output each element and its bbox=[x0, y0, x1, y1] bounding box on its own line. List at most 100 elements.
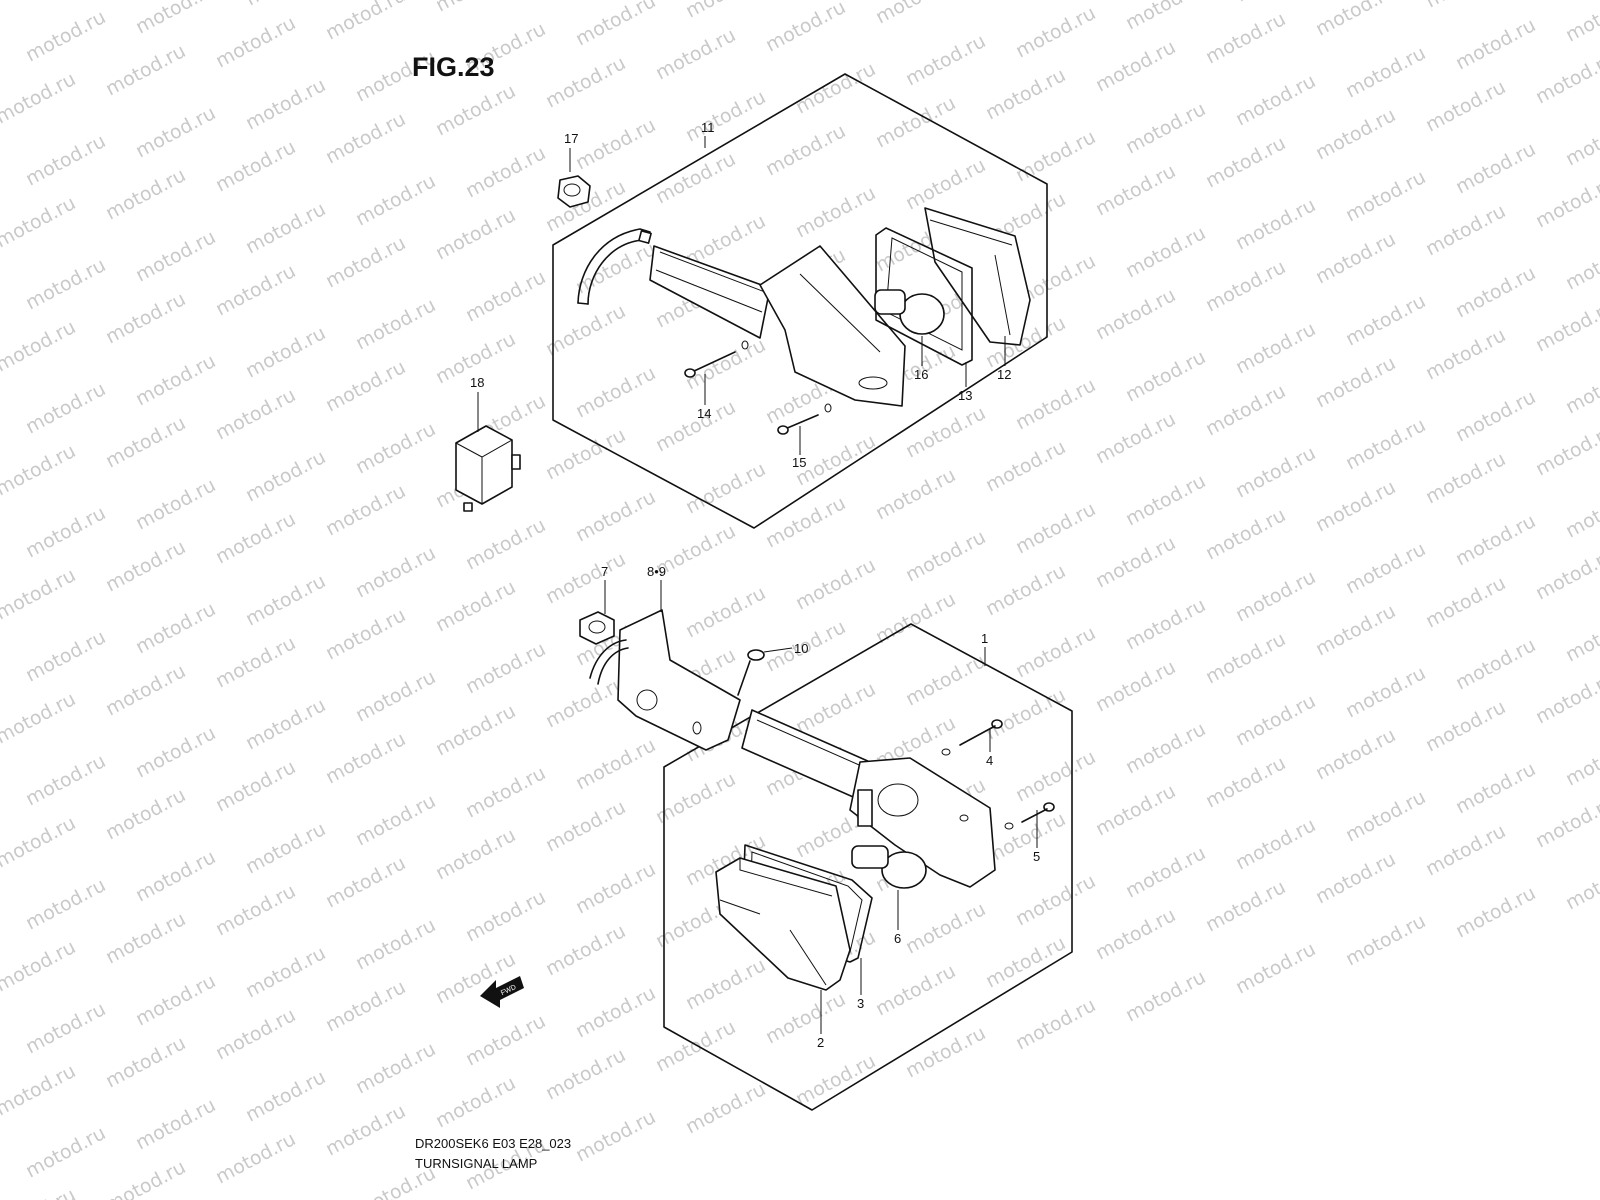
watermark-text: motod.ru bbox=[212, 1128, 299, 1188]
callout-12: 12 bbox=[997, 367, 1011, 382]
callout-3: 3 bbox=[857, 996, 864, 1011]
watermark-text: motod.ru bbox=[132, 474, 219, 534]
watermark-text: motod.ru bbox=[792, 554, 879, 614]
watermark-text: motod.ru bbox=[132, 970, 219, 1030]
watermark-text: motod.ru bbox=[1312, 476, 1399, 536]
watermark-text: motod.ru bbox=[242, 1066, 329, 1126]
watermark-text: motod.ru bbox=[242, 942, 329, 1002]
watermark-text: motod.ru bbox=[1092, 284, 1179, 344]
watermark-text: motod.ru bbox=[352, 418, 439, 478]
watermark-text: motod.ru bbox=[682, 582, 769, 642]
watermark-text: motod.ru bbox=[322, 356, 409, 416]
watermark-text: motod.ru bbox=[132, 350, 219, 410]
watermark-text: motod.ru bbox=[1012, 746, 1099, 806]
watermark-text: motod.ru bbox=[1452, 14, 1539, 74]
watermark-text: motod.ru bbox=[322, 1100, 409, 1160]
callout-14: 14 bbox=[697, 406, 711, 421]
watermark-text: motod.ru bbox=[902, 154, 989, 214]
watermark-text: motod.ru bbox=[1232, 442, 1319, 502]
watermark-text: motod.ru bbox=[462, 638, 549, 698]
watermark-text: motod.ru bbox=[1092, 36, 1179, 96]
watermark-text: motod.ru bbox=[1232, 938, 1319, 998]
watermark-text: motod.ru bbox=[1122, 222, 1209, 282]
watermark-text: motod.ru bbox=[1342, 42, 1429, 102]
watermark-text: motod.ru bbox=[1562, 234, 1600, 294]
watermark-text: motod.ru bbox=[212, 136, 299, 196]
watermark-text: motod.ru bbox=[352, 1038, 439, 1098]
watermark-text: motod.ru bbox=[242, 446, 329, 506]
watermark-text: motod.ru bbox=[462, 886, 549, 946]
watermark-text: motod.ru bbox=[1092, 408, 1179, 468]
watermark-text: motod.ru bbox=[352, 294, 439, 354]
watermark-text: motod.ru bbox=[0, 564, 79, 624]
watermark-text: motod.ru bbox=[1422, 0, 1509, 12]
watermark-text: motod.ru bbox=[132, 0, 219, 38]
watermark-text: motod.ru bbox=[132, 846, 219, 906]
figure-title: FIG.23 bbox=[412, 52, 495, 82]
callout-10: 10 bbox=[794, 641, 808, 656]
watermark-text: motod.ru bbox=[462, 1010, 549, 1070]
watermark-text: motod.ru bbox=[212, 1004, 299, 1064]
watermark-text: motod.ru bbox=[542, 300, 629, 360]
watermark-text: motod.ru bbox=[982, 684, 1069, 744]
watermark-text: motod.ru bbox=[1122, 594, 1209, 654]
assembly-11-box bbox=[552, 73, 1048, 529]
watermark-text: motod.ru bbox=[1232, 566, 1319, 626]
watermark-text: motod.ru bbox=[242, 74, 329, 134]
turn-signal-housing-lower bbox=[741, 709, 996, 888]
assembly-1-box bbox=[663, 623, 1073, 1111]
watermark-text: motod.ru bbox=[1422, 448, 1509, 508]
watermark-text: motod.ru bbox=[0, 1060, 79, 1120]
watermark-text: motod.ru bbox=[0, 688, 79, 748]
watermark-text: motod.ru bbox=[1012, 870, 1099, 930]
watermark-text: motod.ru bbox=[792, 58, 879, 118]
watermark-text: motod.ru bbox=[102, 1156, 189, 1200]
watermark-text: motod.ru bbox=[1012, 126, 1099, 186]
watermark-text: motod.ru bbox=[1012, 498, 1099, 558]
watermark-text: motod.ru bbox=[322, 480, 409, 540]
watermark-text: motod.ru bbox=[102, 40, 189, 100]
watermark-text: motod.ru bbox=[462, 266, 549, 326]
watermark-text: motod.ru bbox=[1232, 194, 1319, 254]
watermark-text: motod.ru bbox=[432, 0, 519, 16]
watermark-text: motod.ru bbox=[762, 120, 849, 180]
watermark-text: motod.ru bbox=[982, 64, 1069, 124]
watermark-text: motod.ru bbox=[102, 536, 189, 596]
watermark-text: motod.ru bbox=[1232, 0, 1319, 6]
watermark-text: motod.ru bbox=[102, 1032, 189, 1092]
watermark-text: motod.ru bbox=[212, 384, 299, 444]
watermark-text: motod.ru bbox=[212, 508, 299, 568]
watermark-text: motod.ru bbox=[682, 334, 769, 394]
callout-18: 18 bbox=[470, 375, 484, 390]
watermark-text: motod.ru bbox=[1422, 324, 1509, 384]
callout-2: 2 bbox=[817, 1035, 824, 1050]
watermark-text: motod.ru bbox=[1092, 780, 1179, 840]
watermark-text: motod.ru bbox=[1202, 256, 1289, 316]
watermark-text: motod.ru bbox=[322, 0, 409, 44]
watermark-text: motod.ru bbox=[762, 988, 849, 1048]
watermark-text: motod.ru bbox=[102, 784, 189, 844]
watermark-text: motod.ru bbox=[1012, 2, 1099, 62]
watermark-text: motod.ru bbox=[102, 412, 189, 472]
callout-16: 16 bbox=[914, 367, 928, 382]
watermark-text: motod.ru bbox=[242, 322, 329, 382]
watermark-text: motod.ru bbox=[1562, 854, 1600, 914]
watermark-text: motod.ru bbox=[322, 604, 409, 664]
watermark-text: motod.ru bbox=[1422, 820, 1509, 880]
watermark-text: motod.ru bbox=[1122, 0, 1209, 34]
watermark-text: motod.ru bbox=[1092, 160, 1179, 220]
screw-14 bbox=[684, 340, 749, 378]
watermark-text: motod.ru bbox=[652, 1016, 739, 1076]
watermark-text: motod.ru bbox=[1422, 696, 1509, 756]
watermark-text: motod.ru bbox=[1232, 814, 1319, 874]
watermark-text: motod.ru bbox=[1452, 386, 1539, 446]
watermark-text: motod.ru bbox=[22, 998, 109, 1058]
watermark-text: motod.ru bbox=[22, 378, 109, 438]
bulb-6 bbox=[851, 845, 927, 889]
watermark-text: motod.ru bbox=[902, 402, 989, 462]
watermark-text: motod.ru bbox=[0, 0, 79, 4]
watermark-text: motod.ru bbox=[1562, 110, 1600, 170]
watermark-text: motod.ru bbox=[1092, 904, 1179, 964]
watermark-text: motod.ru bbox=[1562, 606, 1600, 666]
